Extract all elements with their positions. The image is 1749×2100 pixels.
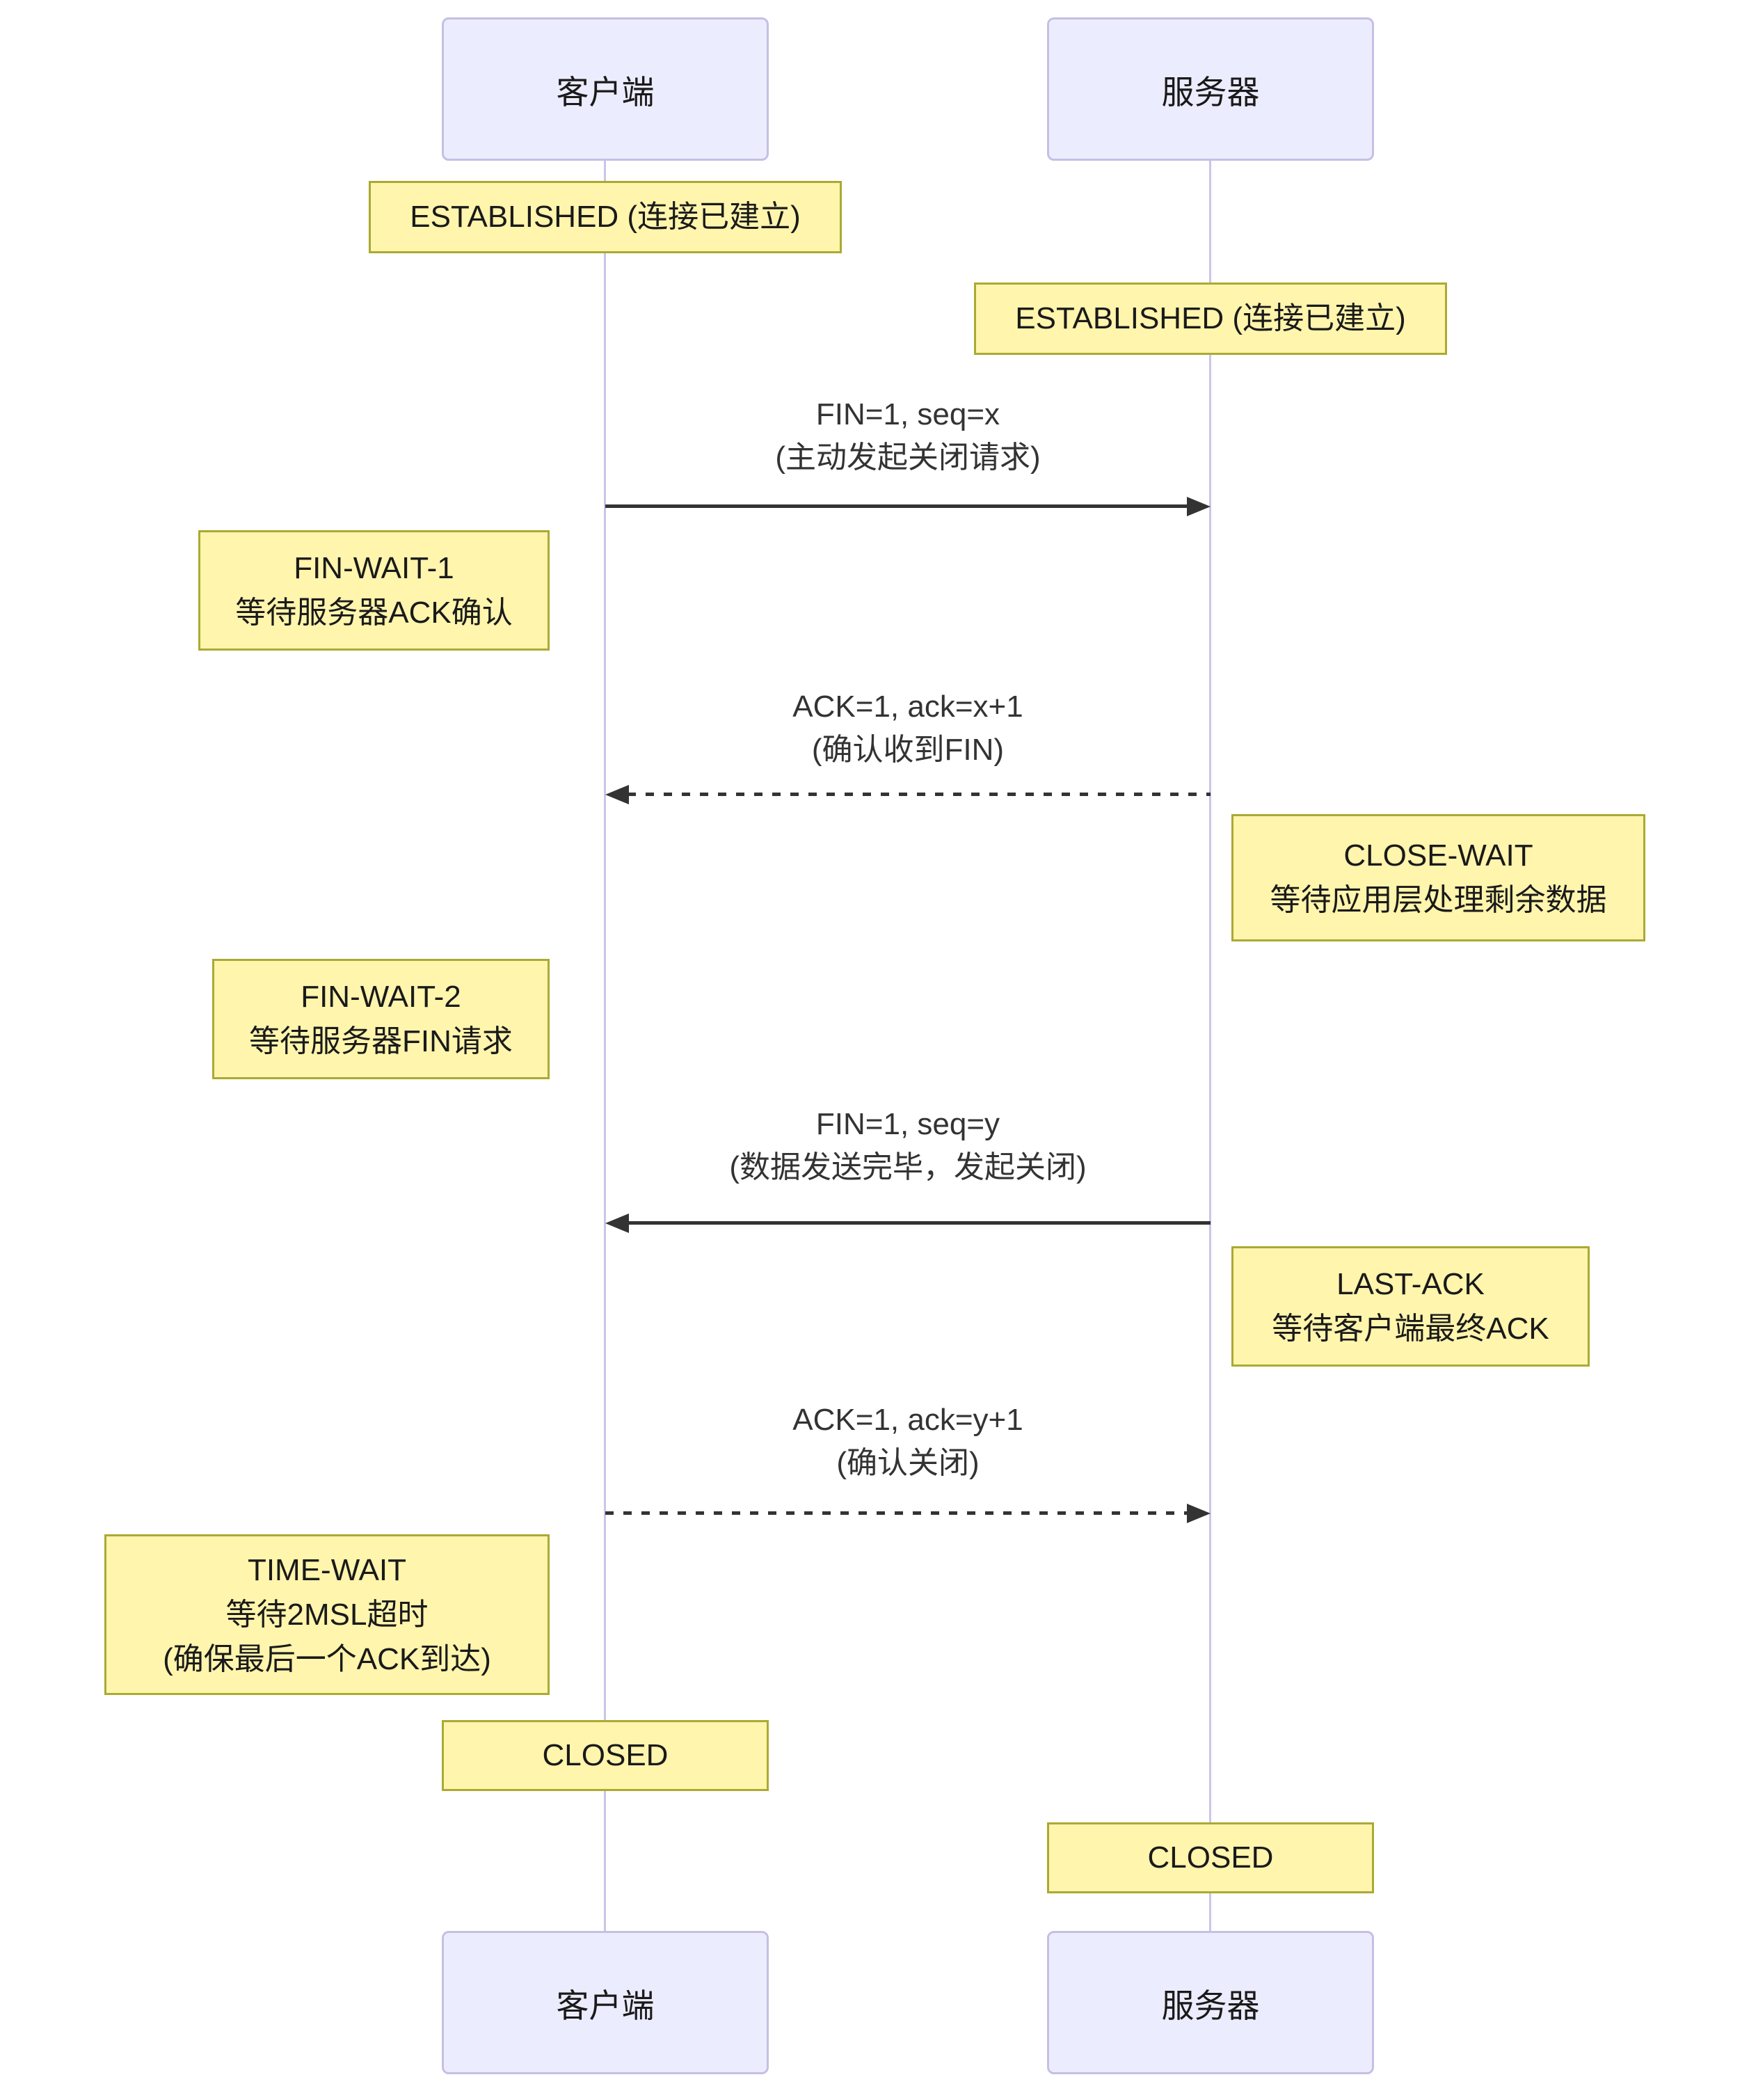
message-line: (主动发起关闭请求)	[775, 440, 1041, 475]
note-fin-wait-2: FIN-WAIT-2 等待服务器FIN请求	[212, 959, 550, 1079]
note-line: (确保最后一个ACK到达)	[163, 1641, 491, 1676]
message-line: ACK=1, ack=x+1	[792, 690, 1023, 724]
message-line: FIN=1, seq=y	[815, 1107, 1000, 1141]
actor-server-label: 服务器	[1161, 73, 1260, 111]
note-line: 等待服务器ACK确认	[235, 595, 513, 630]
arrow-line	[628, 793, 1211, 796]
note-line: LAST-ACK	[1336, 1266, 1485, 1301]
note-line: TIME-WAIT	[247, 1552, 407, 1587]
message-fin-server: FIN=1, seq=y (数据发送完毕，发起关闭)	[605, 1103, 1211, 1189]
arrowhead-left-icon	[605, 785, 629, 804]
note-last-ack: LAST-ACK 等待客户端最终ACK	[1231, 1246, 1590, 1367]
message-line: (确认关闭)	[836, 1446, 980, 1480]
note-established-client: ESTABLISHED (连接已建立)	[369, 181, 842, 253]
actor-server-label: 服务器	[1161, 1987, 1260, 2024]
message-fin-client: FIN=1, seq=x (主动发起关闭请求)	[605, 393, 1211, 479]
note-established-server: ESTABLISHED (连接已建立)	[974, 283, 1447, 355]
arrowhead-left-icon	[605, 1214, 629, 1233]
note-close-wait: CLOSE-WAIT 等待应用层处理剩余数据	[1231, 814, 1645, 941]
arrowhead-right-icon	[1187, 497, 1211, 516]
note-closed-client: CLOSED	[442, 1720, 769, 1791]
actor-server-bottom: 服务器	[1047, 1931, 1374, 2074]
note-line: ESTABLISHED (连接已建立)	[1015, 301, 1406, 335]
arrow-ack-to-server	[605, 1503, 1211, 1523]
arrow-fin-to-server	[605, 496, 1211, 516]
server-lifeline	[1209, 157, 1211, 1931]
note-line: 等待服务器FIN请求	[249, 1024, 513, 1058]
note-line: FIN-WAIT-1	[294, 550, 454, 585]
message-ack-server: ACK=1, ack=x+1 (确认收到FIN)	[605, 685, 1211, 772]
note-line: FIN-WAIT-2	[301, 979, 461, 1014]
note-line: 等待应用层处理剩余数据	[1270, 882, 1607, 917]
actor-client-top: 客户端	[442, 17, 769, 161]
message-line: FIN=1, seq=x	[815, 397, 1000, 431]
arrow-fin-to-client	[605, 1213, 1211, 1233]
arrow-line	[605, 504, 1188, 508]
note-time-wait: TIME-WAIT 等待2MSL超时 (确保最后一个ACK到达)	[104, 1534, 550, 1695]
note-line: ESTABLISHED (连接已建立)	[410, 200, 801, 234]
note-line: 等待客户端最终ACK	[1272, 1311, 1549, 1346]
message-line: (确认收到FIN)	[811, 733, 1005, 767]
client-lifeline	[604, 157, 606, 1931]
message-ack-client: ACK=1, ack=y+1 (确认关闭)	[605, 1399, 1211, 1485]
message-line: ACK=1, ack=y+1	[792, 1403, 1023, 1437]
note-closed-server: CLOSED	[1047, 1822, 1374, 1893]
actor-server-top: 服务器	[1047, 17, 1374, 161]
note-line: 等待2MSL超时	[225, 1597, 429, 1632]
arrow-line	[628, 1221, 1211, 1225]
arrow-line	[605, 1511, 1188, 1515]
note-fin-wait-1: FIN-WAIT-1 等待服务器ACK确认	[198, 530, 550, 651]
arrowhead-right-icon	[1187, 1504, 1211, 1523]
note-line: CLOSE-WAIT	[1343, 838, 1533, 873]
arrow-ack-to-client	[605, 784, 1211, 804]
actor-client-label: 客户端	[556, 1987, 655, 2024]
actor-client-label: 客户端	[556, 73, 655, 111]
message-line: (数据发送完毕，发起关闭)	[729, 1150, 1087, 1184]
note-line: CLOSED	[1147, 1840, 1274, 1875]
note-line: CLOSED	[542, 1738, 669, 1772]
actor-client-bottom: 客户端	[442, 1931, 769, 2074]
